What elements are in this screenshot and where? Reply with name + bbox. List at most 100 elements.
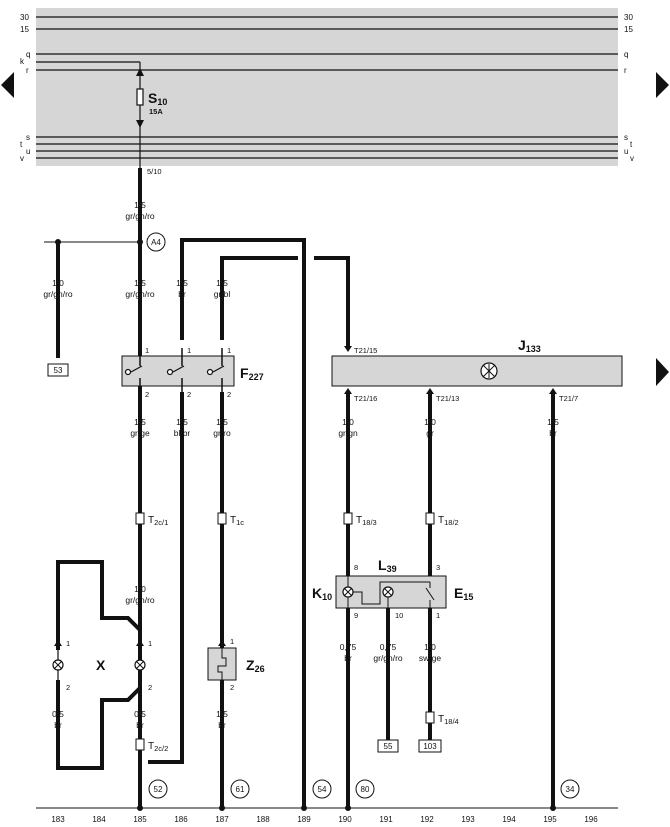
svg-text:bl/br: bl/br [174,428,191,438]
svg-text:T2c/1: T2c/1 [148,515,168,527]
svg-text:k: k [20,57,25,66]
svg-text:1,5: 1,5 [176,417,188,427]
svg-text:55: 55 [384,742,393,751]
svg-text:s: s [26,133,30,142]
svg-text:1,5: 1,5 [547,417,559,427]
node-a4: A4 [146,232,166,252]
svg-text:E15: E15 [454,585,473,602]
svg-text:1,0: 1,0 [424,417,436,427]
svg-text:0,5: 0,5 [52,709,64,719]
svg-text:80: 80 [361,785,370,794]
svg-text:0,5: 0,5 [134,709,146,719]
svg-text:1,5: 1,5 [134,278,146,288]
k10-l39-e15-pins: 8 9 10 3 1 [354,563,440,620]
svg-text:5/10: 5/10 [147,167,162,176]
z26-pins: 1 2 [230,637,234,692]
svg-text:T21/15: T21/15 [354,346,377,355]
svg-text:T2c/2: T2c/2 [148,741,168,753]
svg-text:0,75: 0,75 [380,642,397,652]
svg-text:t: t [630,140,633,149]
svg-text:2: 2 [66,683,70,692]
svg-text:52: 52 [154,785,163,794]
svg-text:T21/13: T21/13 [436,394,459,403]
svg-text:1,0: 1,0 [424,642,436,652]
svg-text:103: 103 [423,742,437,751]
svg-text:gr/ge: gr/ge [130,428,150,438]
column-tick-label: 185 [133,815,147,824]
thick-wires [56,168,555,808]
component-x: X [52,630,146,700]
svg-text:1: 1 [230,637,234,646]
wire-labels: 1,5 gr/gn/ro 1,0 gr/gn/ro 1,5 gr/gn/ro 1… [43,200,559,730]
junction-dot [55,239,61,245]
ground-refs: 52 61 54 80 34 [148,779,580,799]
svg-text:q: q [26,50,30,59]
column-tick-label: 189 [297,815,311,824]
x-pins: 1 1 2 2 [66,639,152,692]
svg-text:br: br [218,720,226,730]
component-f227: F227 [121,348,264,392]
svg-text:br: br [136,720,144,730]
svg-text:br: br [54,720,62,730]
svg-text:gr/gn: gr/gn [338,428,358,438]
column-tick-label: 188 [256,815,270,824]
column-tick-label: 196 [584,815,598,824]
svg-text:u: u [26,147,30,156]
svg-text:A4: A4 [151,238,161,247]
svg-text:61: 61 [236,785,245,794]
svg-text:gr/ro: gr/ro [213,428,231,438]
page-prev-arrow[interactable] [1,72,14,98]
ref-box-53: 53 [47,363,69,377]
svg-text:15: 15 [20,25,29,34]
bus-lines [36,16,618,159]
svg-text:gr/gn/ro: gr/gn/ro [125,211,155,221]
svg-text:gr/gn/ro: gr/gn/ro [125,289,155,299]
svg-text:r: r [26,66,29,75]
svg-text:t: t [20,140,23,149]
svg-text:1: 1 [436,611,440,620]
fuse-s10: S10 15A 5/10 [136,62,167,176]
svg-text:2: 2 [230,683,234,692]
svg-text:53: 53 [54,366,63,375]
page-next-arrow-top[interactable] [656,72,669,98]
svg-text:1,5: 1,5 [216,417,228,427]
svg-text:T18/4: T18/4 [438,714,459,726]
component-k10-l39-e15: K10 L39 E15 [312,557,473,609]
svg-text:F227: F227 [240,365,264,382]
svg-text:1: 1 [66,639,70,648]
bus-labels-left: 30 15 q k r s t u v [20,13,30,163]
svg-text:J133: J133 [518,337,541,354]
svg-text:1: 1 [187,346,191,355]
column-tick-label: 195 [543,815,557,824]
svg-text:br: br [344,653,352,663]
page-next-arrow-mid[interactable] [656,358,669,386]
ref-box-103: 103 [418,739,442,753]
svg-text:30: 30 [624,13,633,22]
svg-text:br: br [178,289,186,299]
column-tick-label: 194 [502,815,516,824]
svg-text:1: 1 [145,346,149,355]
svg-text:9: 9 [354,611,358,620]
svg-text:gr/gn/ro: gr/gn/ro [43,289,73,299]
column-tick-label: 183 [51,815,65,824]
svg-text:T18/2: T18/2 [438,515,459,527]
svg-text:T1c: T1c [230,515,244,527]
svg-text:br: br [549,428,557,438]
svg-text:sw/ge: sw/ge [419,653,441,663]
svg-text:1: 1 [227,346,231,355]
svg-text:T21/16: T21/16 [354,394,377,403]
svg-text:1,5: 1,5 [134,417,146,427]
bus-panel [36,8,618,166]
component-j133: J133 [331,337,623,387]
f227-pins: 1 1 1 2 2 2 [145,346,231,399]
svg-text:8: 8 [354,563,358,572]
svg-text:1,0: 1,0 [342,417,354,427]
svg-text:S10: S10 [148,90,167,107]
svg-text:u: u [624,147,628,156]
bus-labels-right: 30 15 q r s t u v [624,13,634,163]
svg-text:1,5: 1,5 [176,278,188,288]
svg-text:54: 54 [318,785,327,794]
junction-dot [137,239,143,245]
svg-text:1,5: 1,5 [216,278,228,288]
